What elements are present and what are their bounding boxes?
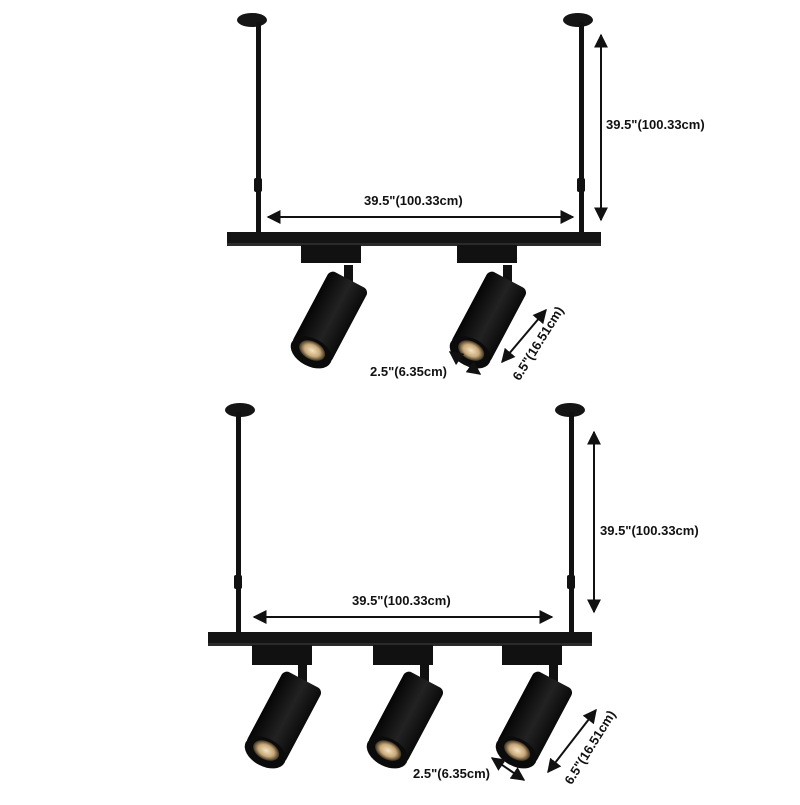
- drop-height-label: 39.5"(100.33cm): [606, 117, 705, 132]
- three-light-fixture: [208, 403, 601, 781]
- two-light-fixture: [227, 13, 608, 375]
- rail-length-label: 39.5"(100.33cm): [352, 593, 451, 608]
- head-diameter-label: 2.5"(6.35cm): [370, 364, 447, 379]
- rail-length-label: 39.5"(100.33cm): [364, 193, 463, 208]
- head-diameter-label: 2.5"(6.35cm): [413, 766, 490, 781]
- drop-height-label: 39.5"(100.33cm): [600, 523, 699, 538]
